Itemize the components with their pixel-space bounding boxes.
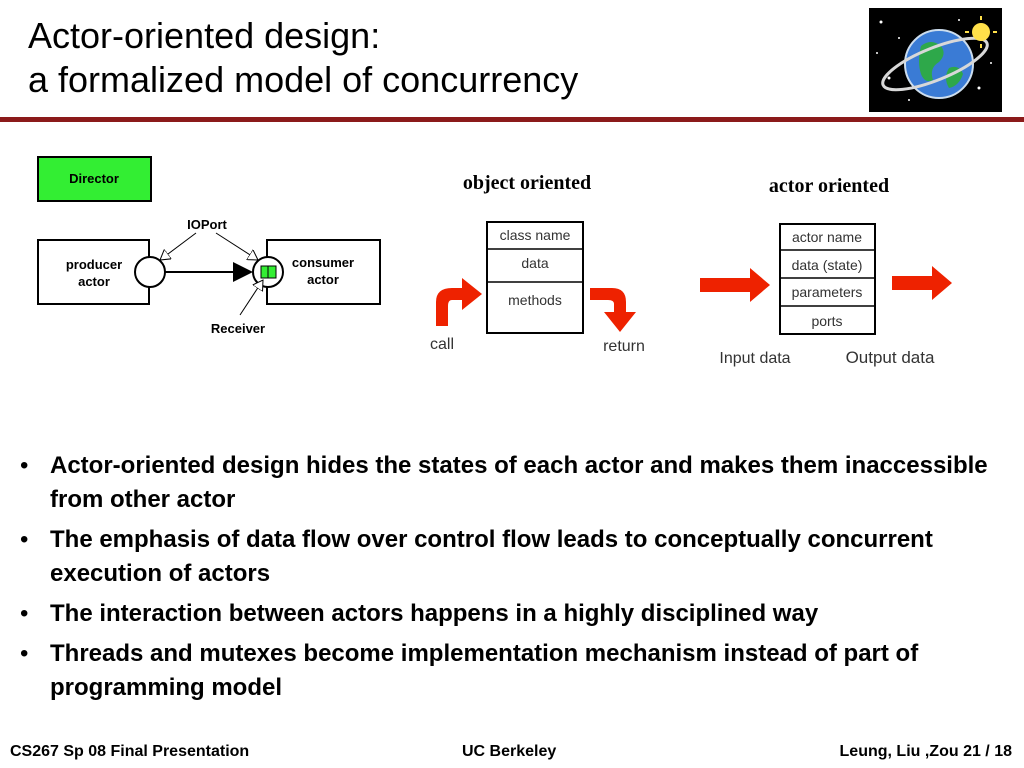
actor-oriented-heading: actor oriented [769, 175, 889, 197]
return-arrow-icon [590, 288, 636, 332]
bullet-item: • Actor-oriented design hides the states… [20, 449, 1005, 517]
director-box [37, 156, 152, 202]
bullet-marker: • [20, 600, 29, 627]
bullet-text: Actor-oriented design hides the states o… [50, 452, 988, 513]
globe-logo-icon [869, 8, 1002, 112]
producer-actor-box [37, 239, 150, 305]
bullet-marker: • [20, 452, 29, 479]
footer-authors-page: Leung, Liu ,Zou 21 / 18 [839, 743, 1012, 760]
concurrency-diagram: Director IOPort producer actor consumer … [37, 156, 952, 367]
bullet-item: • Threads and mutexes become implementat… [20, 637, 1005, 705]
return-label: return [603, 338, 645, 355]
producer-label-line2: actor [78, 274, 110, 289]
bullet-text: Threads and mutexes become implementatio… [50, 640, 919, 701]
ioport-label: IOPort [187, 217, 227, 232]
actor-oriented-diagram: actor oriented actor name data (state) p… [700, 175, 952, 367]
consumer-label-line2: actor [307, 272, 339, 287]
ao-row-parameters: parameters [792, 284, 863, 300]
actor-model-diagram: Director IOPort producer actor consumer … [37, 156, 381, 336]
oo-row-data: data [521, 255, 548, 271]
consumer-actor-box [266, 239, 381, 305]
title-divider [0, 117, 1024, 122]
slide-title: Actor-oriented design: a formalized mode… [28, 14, 848, 102]
ao-row-actor-name: actor name [792, 229, 862, 245]
director-label: Director [69, 171, 119, 186]
bullet-text: The emphasis of data flow over control f… [50, 526, 933, 587]
producer-label-line1: producer [66, 257, 122, 272]
receiver-label: Receiver [211, 321, 265, 336]
ao-row-ports: ports [811, 313, 842, 329]
bullet-item: • The interaction between actors happens… [20, 597, 1005, 631]
input-arrow-icon [700, 268, 770, 302]
output-arrow-icon [892, 266, 952, 300]
footer-course: CS267 Sp 08 Final Presentation [10, 743, 250, 760]
class-box [486, 221, 584, 334]
title-line-1: Actor-oriented design: [28, 15, 381, 56]
output-port-icon [134, 256, 166, 288]
consumer-label-line1: consumer [292, 255, 354, 270]
actor-box [779, 223, 876, 335]
output-data-label: Output data [846, 348, 935, 367]
bullet-list: • Actor-oriented design hides the states… [20, 449, 1005, 711]
bullet-marker: • [20, 640, 29, 667]
object-oriented-diagram: object oriented class name data methods … [430, 172, 645, 355]
footer-institution: UC Berkeley [462, 743, 557, 760]
oo-row-methods: methods [508, 292, 562, 308]
call-arrow-icon [436, 278, 482, 326]
oo-row-class-name: class name [500, 227, 571, 243]
input-data-label: Input data [719, 350, 790, 367]
bullet-text: The interaction between actors happens i… [50, 600, 819, 627]
ao-row-data-state: data (state) [792, 257, 863, 273]
bullet-item: • The emphasis of data flow over control… [20, 523, 1005, 591]
title-line-2: a formalized model of concurrency [28, 59, 579, 100]
bullet-marker: • [20, 526, 29, 553]
object-oriented-heading: object oriented [463, 172, 591, 194]
call-label: call [430, 336, 454, 353]
